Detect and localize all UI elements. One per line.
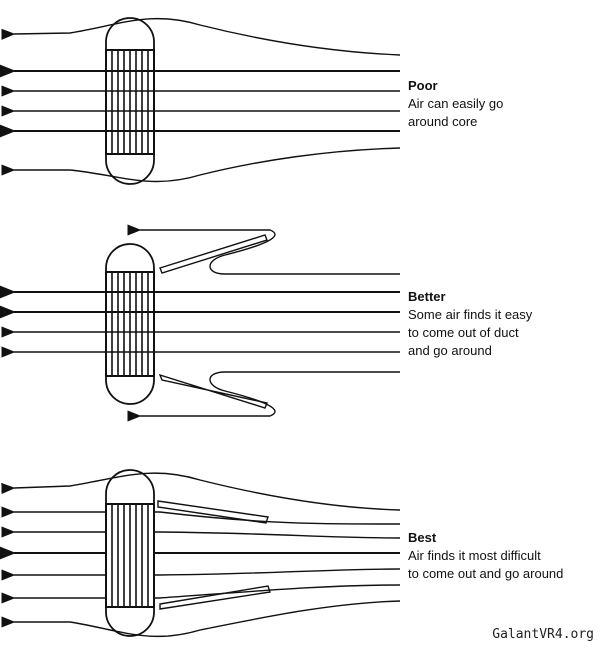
poor-label: Poor Air can easily go around core xyxy=(408,77,503,131)
duct-wall-top xyxy=(159,234,268,274)
radiator-core xyxy=(105,17,155,185)
escape-flow-bottom xyxy=(127,371,400,422)
better-desc-line: Some air finds it easy xyxy=(408,307,533,322)
outer-flow-top xyxy=(1,472,401,511)
poor-desc-line: Air can easily go xyxy=(408,96,504,111)
watermark: GalantVR4.org xyxy=(492,627,594,642)
duct-wall-bottom xyxy=(158,373,268,409)
outer-flow-bottom xyxy=(1,147,401,183)
radiator-core xyxy=(105,243,155,405)
poor-title: Poor xyxy=(408,78,438,93)
flow-line xyxy=(1,506,401,525)
better-diagram xyxy=(0,224,400,422)
better-desc-line: and go around xyxy=(408,343,492,358)
flow-line xyxy=(1,584,401,604)
best-title: Best xyxy=(408,530,437,545)
best-desc-line: Air finds it most difficult xyxy=(408,548,541,563)
escape-flow-top xyxy=(127,224,400,275)
outer-flow-top xyxy=(1,17,401,56)
best-diagram xyxy=(0,469,401,638)
better-label: Better Some air finds it easy to come ou… xyxy=(408,288,532,360)
radiator-core xyxy=(105,469,155,637)
better-title: Better xyxy=(408,289,446,304)
best-desc-line: to come out and go around xyxy=(408,566,564,581)
flow-line xyxy=(1,526,401,539)
poor-diagram xyxy=(0,17,401,185)
better-desc-line: to come out of duct xyxy=(408,325,519,340)
outer-flow-bottom xyxy=(1,600,401,638)
duct-wall-top xyxy=(157,500,269,524)
flow-line xyxy=(1,568,401,581)
poor-desc-line: around core xyxy=(408,114,478,129)
duct-wall-bottom xyxy=(159,585,271,610)
best-label: Best Air finds it most difficult to come… xyxy=(408,529,563,583)
